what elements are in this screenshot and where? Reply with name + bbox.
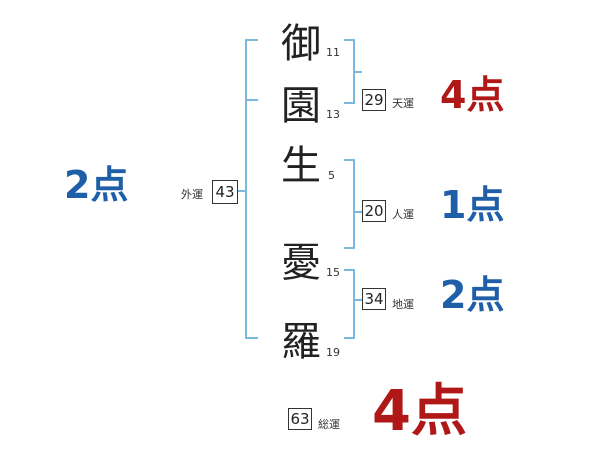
jinun-label: 人運 — [392, 208, 414, 221]
name-char-5: 羅 — [281, 319, 321, 365]
jinun-bracket — [344, 159, 362, 249]
stroke-count-4: 15 — [326, 266, 340, 279]
gaiun-score-number: 2 — [64, 163, 91, 207]
chiun-score-number: 2 — [440, 273, 467, 317]
gaiun-score: 2点 — [64, 166, 128, 204]
tenun-value-box: 29 — [362, 89, 386, 111]
stroke-count-3: 5 — [328, 169, 335, 182]
chiun-score: 2点 — [440, 276, 504, 314]
souun-label: 総運 — [318, 418, 340, 431]
souun-score: 4点 — [372, 384, 467, 440]
tenun-bracket — [344, 39, 362, 104]
stroke-count-1: 11 — [326, 46, 340, 59]
name-char-1: 御 — [281, 21, 321, 67]
stroke-count-2: 13 — [326, 108, 340, 121]
jinun-score-unit: 点 — [466, 183, 505, 227]
name-char-4: 憂 — [281, 240, 321, 286]
chiun-bracket — [344, 269, 362, 339]
stroke-count-5: 19 — [326, 346, 340, 359]
tenun-score: 4点 — [440, 76, 504, 114]
souun-score-number: 4 — [372, 379, 411, 444]
chiun-score-unit: 点 — [466, 273, 505, 317]
gaiun-score-unit: 点 — [90, 163, 129, 207]
name-char-3: 生 — [281, 143, 321, 189]
souun-score-unit: 点 — [410, 379, 467, 444]
tenun-label: 天運 — [392, 97, 414, 110]
name-char-2: 園 — [281, 83, 321, 129]
souun-value-box: 63 — [288, 408, 312, 430]
jinun-score: 1点 — [440, 186, 504, 224]
chiun-value-box: 34 — [362, 288, 386, 310]
tenun-score-number: 4 — [440, 73, 467, 117]
jinun-value-box: 20 — [362, 200, 386, 222]
chiun-label: 地運 — [392, 298, 414, 311]
jinun-score-number: 1 — [440, 183, 467, 227]
gaiun-label: 外運 — [181, 188, 203, 201]
tenun-score-unit: 点 — [466, 73, 505, 117]
gaiun-value-box: 43 — [212, 180, 238, 204]
